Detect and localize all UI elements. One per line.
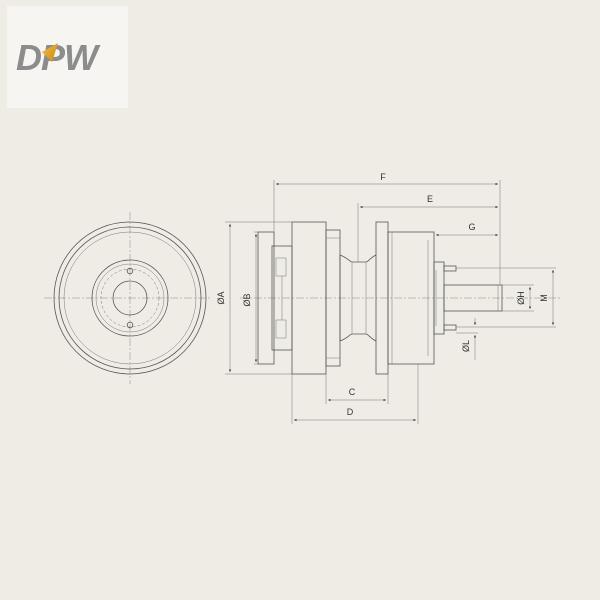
logo-text: DPW [16,37,101,78]
dim-A-label: ØA [216,291,226,304]
hub-outer-circle [91,259,169,337]
dpw-logo: DPW [16,37,102,78]
bolt-top [443,265,457,272]
dim-E-label: E [427,194,433,204]
bolt-bottom [443,324,457,331]
bolt-circle [100,268,160,328]
side-view [240,221,560,375]
outer-flange-inner-circle [58,226,202,370]
logo-accent-shape [42,43,58,62]
bolt-hole-bottom [126,321,134,329]
front-view [44,212,210,384]
left-cap-slot-bottom [275,319,287,339]
outer-flange-circle [53,221,207,375]
logo-panel [7,6,128,108]
dim-H-label: ØH [516,291,526,305]
shaft [443,284,503,312]
waist-top [339,254,377,263]
left-cap-slot-top [275,257,287,277]
bolt-hole-top [126,267,134,275]
left-collar [257,231,275,365]
dim-G-label: G [468,222,475,232]
shaft-circle [112,280,148,316]
dim-B-label: ØB [242,293,252,306]
dim-F-label: F [380,172,386,182]
dim-M-label: M [539,294,549,302]
dimension-lines: F E G ØA ØB C D ØH [216,172,556,424]
waist-bottom [339,333,377,342]
dim-C-label: C [349,387,356,397]
hub-inner-circle [95,263,165,333]
dim-L-label: ØL [461,340,471,352]
rim-circle [63,231,197,365]
dim-D-label: D [347,407,354,417]
